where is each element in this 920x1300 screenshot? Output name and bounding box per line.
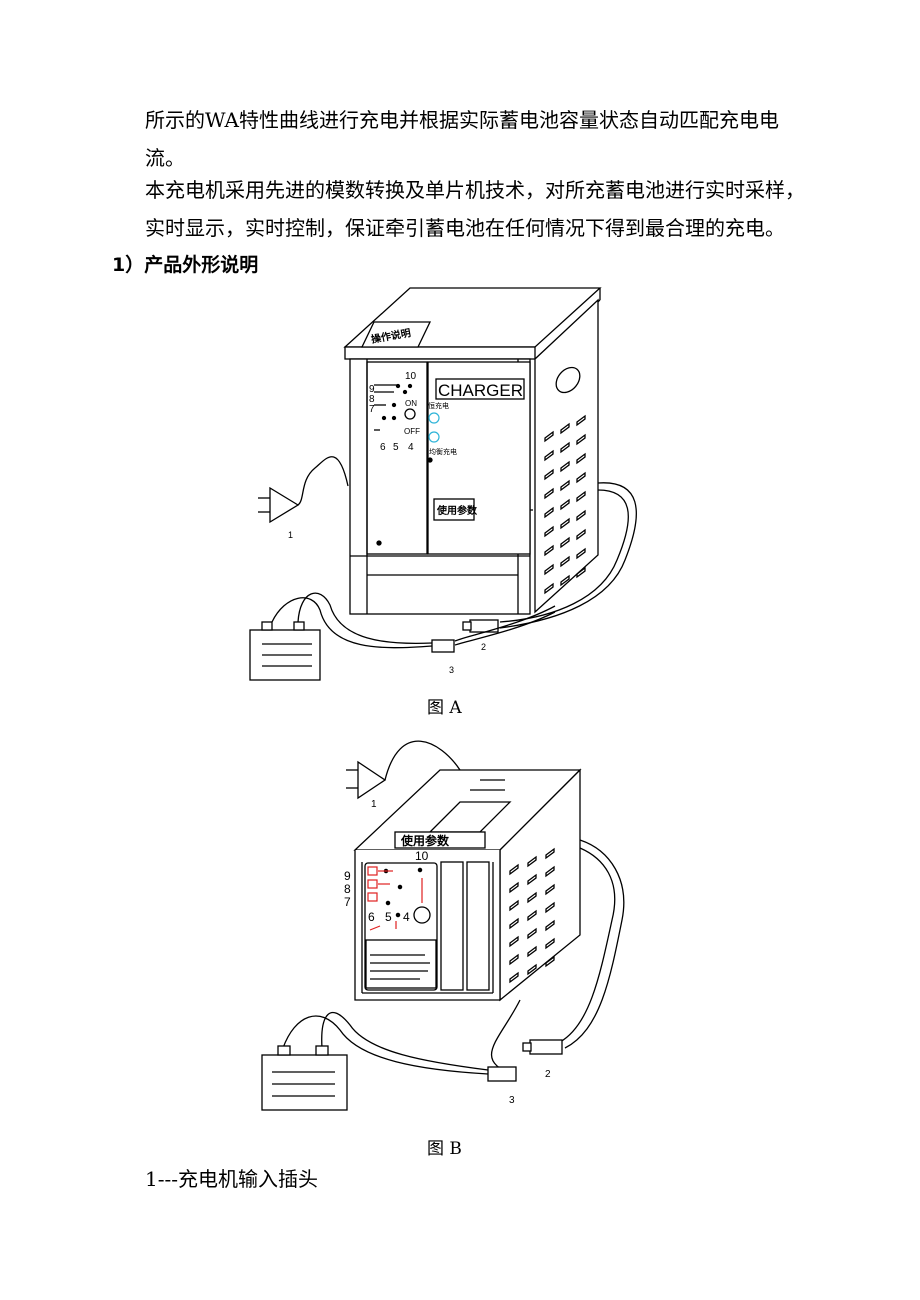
vent-slot	[545, 955, 555, 968]
vent-slot	[560, 498, 570, 511]
vent-slot	[560, 441, 570, 454]
vent-slot	[527, 927, 537, 940]
number-label: 4	[408, 442, 414, 453]
vent-slot	[509, 899, 519, 912]
vent-slot	[576, 452, 586, 465]
vent-slot	[544, 563, 554, 576]
vent-slot	[544, 582, 554, 595]
figure-a-caption: 图 A	[427, 698, 462, 718]
switch-on-label: ON	[405, 399, 417, 408]
vent-slot	[545, 865, 555, 878]
indicator-label: 恒充电	[428, 401, 449, 410]
vent-slot	[509, 881, 519, 894]
callout-2: 2	[481, 642, 486, 652]
paragraph-line: 所示的WA特性曲线进行充电并根据实际蓄电池容量状态自动匹配充电电	[145, 108, 780, 132]
indicator-light	[428, 412, 440, 424]
vent-slot	[545, 847, 555, 860]
vent-slot	[576, 490, 586, 503]
indicator-light	[428, 431, 440, 443]
callout-3: 3	[449, 665, 454, 675]
vent-slot	[544, 544, 554, 557]
vent-slot	[545, 883, 555, 896]
switch-off-label: OFF	[404, 427, 420, 436]
params-label: 使用参数	[400, 833, 450, 848]
vent-slot	[560, 536, 570, 549]
vent-slot	[560, 479, 570, 492]
vent-slot	[576, 547, 586, 560]
callout-2: 2	[545, 1069, 551, 1080]
number-label: 8	[369, 394, 375, 405]
number-label: 10	[415, 849, 429, 863]
paragraph-line: 流。	[145, 146, 185, 170]
number-label: 8	[344, 882, 351, 896]
vent-slot	[560, 422, 570, 435]
number-label: 5	[393, 442, 399, 453]
vent-slot	[544, 487, 554, 500]
number-label: 9	[344, 869, 351, 883]
vent-slot	[527, 909, 537, 922]
red-status-icons	[367, 866, 423, 931]
vent-slot	[544, 506, 554, 519]
callout-1: 1	[371, 799, 377, 810]
vent-slot	[527, 945, 537, 958]
params-label: 使用参数	[436, 504, 478, 517]
vent-slot	[509, 971, 519, 984]
number-label: 7	[369, 404, 375, 415]
indicator-label: 均衡充电	[429, 447, 457, 456]
callout-3: 3	[509, 1095, 515, 1106]
vent-slot	[545, 937, 555, 950]
number-label: 5	[385, 910, 392, 924]
vent-slot	[576, 509, 586, 522]
vent-slot	[560, 574, 570, 587]
number-label: 6	[368, 910, 375, 924]
vent-slot	[545, 919, 555, 932]
vent-slot	[576, 566, 586, 579]
vent-slot	[560, 555, 570, 568]
vent-slot	[509, 917, 519, 930]
vent-slot	[527, 855, 537, 868]
number-label: 7	[344, 895, 351, 909]
vent-slot	[527, 891, 537, 904]
number-label: 9	[369, 384, 375, 395]
vent-slot	[560, 517, 570, 530]
vent-slot	[544, 525, 554, 538]
paragraph-line: 实时显示，实时控制，保证牵引蓄电池在任何情况下得到最合理的充电。	[145, 216, 785, 240]
vent-slot	[576, 528, 586, 541]
figure-b-caption: 图 B	[427, 1139, 462, 1159]
charger-label: CHARGER	[438, 381, 523, 400]
number-label: 4	[403, 910, 410, 924]
section-heading: 1）产品外形说明	[112, 254, 259, 276]
paragraph-line: 本充电机采用先进的模数转换及单片机技术，对所充蓄电池进行实时采样，	[145, 178, 805, 202]
vent-slot	[544, 468, 554, 481]
vent-slot	[576, 433, 586, 446]
legend-item: 1---充电机输入插头	[145, 1167, 318, 1191]
vent-slot	[509, 863, 519, 876]
vent-slot	[544, 449, 554, 462]
vent-slot	[544, 430, 554, 443]
callout-1: 1	[288, 530, 293, 540]
number-label: 6	[380, 442, 386, 453]
vent-slot	[576, 414, 586, 427]
vent-slot	[545, 901, 555, 914]
number-label: 10	[405, 371, 417, 382]
vent-slot	[576, 471, 586, 484]
vent-slot	[560, 460, 570, 473]
vent-slot	[509, 953, 519, 966]
vent-slot	[527, 963, 537, 976]
vent-slot	[527, 873, 537, 886]
vent-slot	[509, 935, 519, 948]
